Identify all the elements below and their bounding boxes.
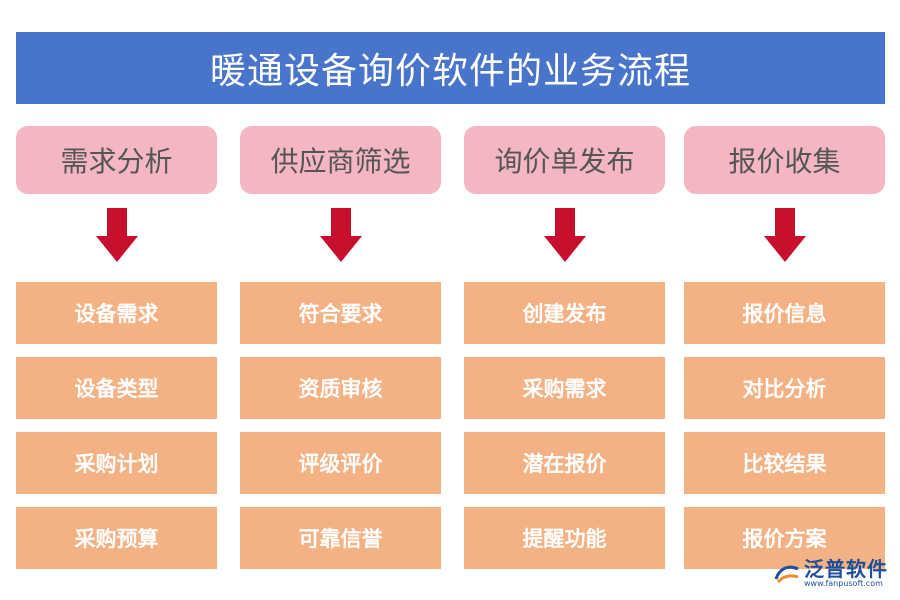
logo-icon bbox=[774, 565, 799, 583]
stage-item: 创建发布 bbox=[464, 282, 665, 344]
brand-logo: 泛普软件 www.fanpusoft.com bbox=[774, 559, 888, 588]
stage-item: 设备类型 bbox=[16, 357, 217, 419]
stage-item: 潜在报价 bbox=[464, 432, 665, 494]
stage-item: 采购需求 bbox=[464, 357, 665, 419]
stage-column-1: 需求分析 设备需求 设备类型 采购计划 采购预算 bbox=[16, 126, 217, 569]
stage-item: 比较结果 bbox=[684, 432, 885, 494]
stage-item: 评级评价 bbox=[240, 432, 441, 494]
stage-item: 提醒功能 bbox=[464, 507, 665, 569]
stage-item: 采购计划 bbox=[16, 432, 217, 494]
stage-header: 询价单发布 bbox=[464, 126, 665, 194]
stage-header: 报价收集 bbox=[684, 126, 885, 194]
down-arrow-icon bbox=[240, 208, 441, 278]
stage-column-2: 供应商筛选 符合要求 资质审核 评级评价 可靠信誉 bbox=[240, 126, 441, 569]
stage-item: 可靠信誉 bbox=[240, 507, 441, 569]
stage-item: 采购预算 bbox=[16, 507, 217, 569]
stage-item: 报价方案 bbox=[684, 507, 885, 569]
logo-url: www.fanpusoft.com bbox=[804, 579, 883, 588]
stage-item: 报价信息 bbox=[684, 282, 885, 344]
stage-item: 符合要求 bbox=[240, 282, 441, 344]
down-arrow-icon bbox=[684, 208, 885, 278]
diagram-title: 暖通设备询价软件的业务流程 bbox=[16, 32, 885, 104]
stage-column-4: 报价收集 报价信息 对比分析 比较结果 报价方案 bbox=[684, 126, 885, 569]
stage-item: 资质审核 bbox=[240, 357, 441, 419]
stage-item: 对比分析 bbox=[684, 357, 885, 419]
down-arrow-icon bbox=[464, 208, 665, 278]
stage-header: 需求分析 bbox=[16, 126, 217, 194]
logo-name: 泛普软件 bbox=[804, 557, 888, 581]
stage-header: 供应商筛选 bbox=[240, 126, 441, 194]
stage-column-3: 询价单发布 创建发布 采购需求 潜在报价 提醒功能 bbox=[464, 126, 665, 569]
down-arrow-icon bbox=[16, 208, 217, 278]
stage-item: 设备需求 bbox=[16, 282, 217, 344]
